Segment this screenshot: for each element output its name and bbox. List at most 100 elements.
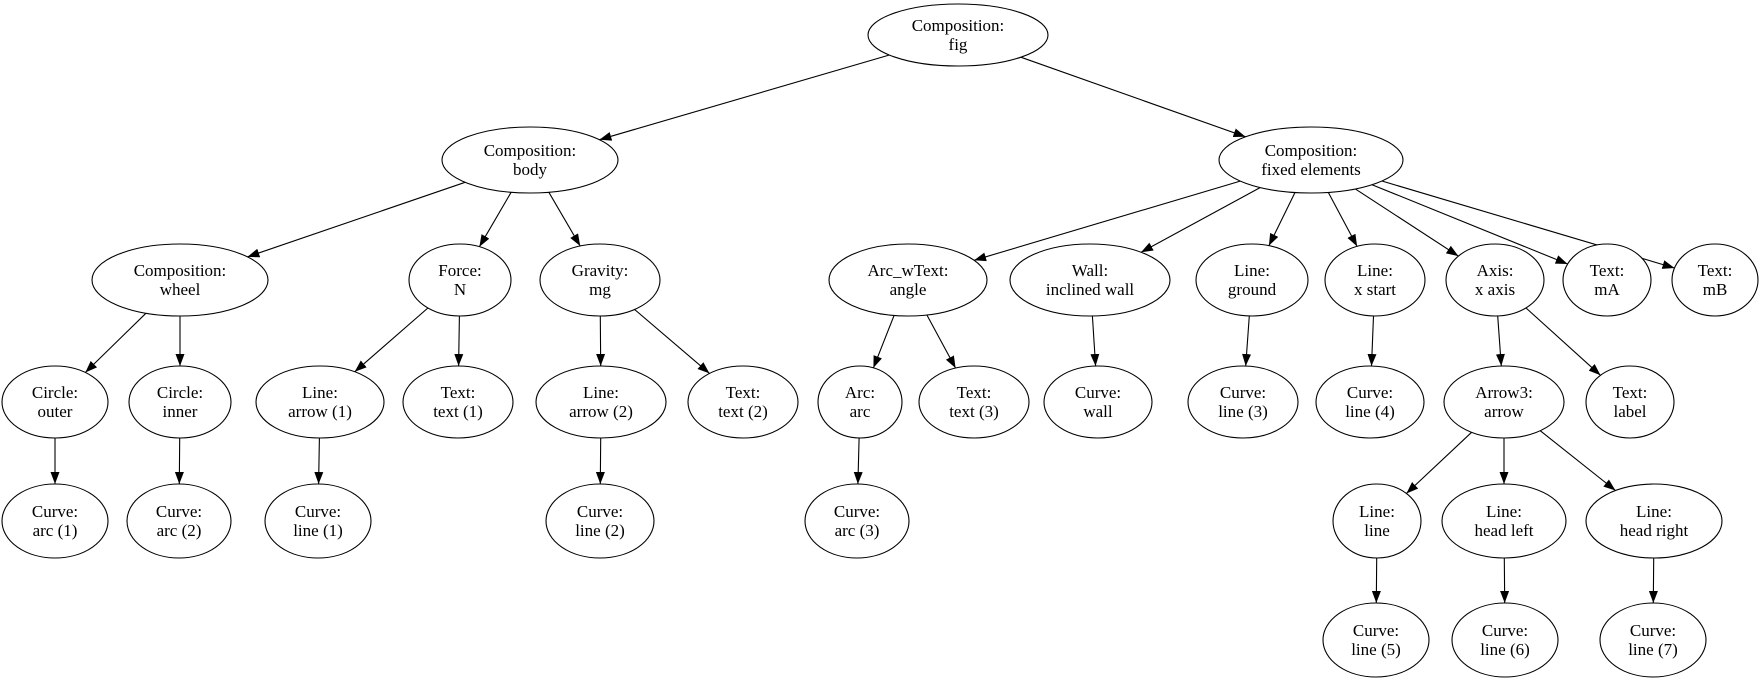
node-line_line: Line:line [1332,483,1422,559]
node-arc_wtext: Arc_wText:angle [828,243,988,317]
edge-fixed_elements-ground [1268,192,1296,246]
node-ellipse-wall [1009,243,1171,317]
node-curve_wall: Curve:wall [1043,365,1153,439]
node-ellipse-curve_arc2 [126,483,232,559]
node-label-line_line: Line:line [1359,502,1395,540]
node-x_start: Line:x start [1324,243,1426,317]
node-ellipse-text_text1 [402,365,514,439]
node-label-wheel: Composition:wheel [134,261,227,299]
node-text_label: Text:label [1585,365,1675,439]
node-line_arrow2: Line:arrow (2) [535,365,667,439]
edge-arc_wtext-text_text3 [926,314,957,369]
node-body: Composition:body [441,126,619,194]
node-label-text_label: Text:label [1613,383,1648,421]
edge-wall-curve_wall [1090,315,1100,367]
node-curve_line4: Curve:line (4) [1315,365,1425,439]
node-text_text1: Text:text (1) [402,365,514,439]
edge-ground-curve_line3 [1242,315,1252,367]
node-text_text3: Text:text (3) [918,365,1030,439]
node-wheel: Composition:wheel [91,243,269,317]
node-curve_line5: Curve:line (5) [1322,602,1430,678]
node-axis_x: Axis:x axis [1445,243,1545,317]
edge-line_arrow1-curve_line1 [314,437,324,485]
node-label-text_text2: Text:text (2) [718,383,768,421]
edge-force_n-text_text1 [454,315,464,367]
node-label-arc: Arc:arc [845,383,875,421]
node-label-line_head_right: Line:head right [1620,502,1689,540]
node-arrow3: Arrow3:arrow [1443,365,1565,439]
node-label-arc_wtext: Arc_wText:angle [868,261,949,299]
node-text_mb: Text:mB [1671,243,1759,317]
node-curve_arc2: Curve:arc (2) [126,483,232,559]
node-label-text_mb: Text:mB [1698,261,1733,299]
node-label-curve_line4: Curve:line (4) [1345,383,1395,421]
node-ellipse-arc_wtext [828,243,988,317]
node-label-fig: Composition:fig [912,16,1005,54]
edge-wheel-circle_outer [84,312,147,373]
node-ellipse-arc [817,365,903,439]
node-ellipse-line_line [1332,483,1422,559]
node-label-curve_arc2: Curve:arc (2) [156,502,202,540]
node-label-text_text1: Text:text (1) [433,383,483,421]
node-ellipse-line_arrow1 [255,365,385,439]
edge-fig-fixed_elements [1020,56,1246,138]
node-ellipse-axis_x [1445,243,1545,317]
node-ellipse-text_label [1585,365,1675,439]
node-ellipse-curve_line6 [1451,602,1559,678]
node-ellipse-x_start [1324,243,1426,317]
node-circle_inner: Circle:inner [128,365,232,439]
node-curve_line6: Curve:line (6) [1451,602,1559,678]
node-ellipse-line_head_right [1585,483,1723,559]
node-label-line_arrow1: Line:arrow (1) [288,383,352,421]
node-curve_line7: Curve:line (7) [1599,602,1707,678]
node-ellipse-gravity_mg [539,243,661,317]
node-label-line_arrow2: Line:arrow (2) [569,383,633,421]
node-label-curve_line3: Curve:line (3) [1218,383,1268,421]
edge-arc-curve_arc3 [853,437,863,485]
edge-arrow3-line_head_right [1539,430,1616,491]
node-text_text2: Text:text (2) [687,365,799,439]
node-ellipse-text_text2 [687,365,799,439]
node-label-curve_line2: Curve:line (2) [575,502,625,540]
node-label-curve_wall: Curve:wall [1075,383,1121,421]
node-ellipse-line_head_left [1441,483,1567,559]
node-ellipse-body [441,126,619,194]
node-fig: Composition:fig [867,3,1049,67]
edge-fixed_elements-text_ma [1371,184,1568,265]
node-curve_line3: Curve:line (3) [1187,365,1299,439]
node-gravity_mg: Gravity:mg [539,243,661,317]
node-label-ground: Line:ground [1228,261,1277,299]
node-layer: Composition:figComposition:bodyCompositi… [1,3,1759,678]
node-ellipse-curve_arc1 [1,483,109,559]
edge-body-force_n [478,191,512,247]
edge-force_n-line_arrow1 [354,307,429,373]
node-label-curve_line5: Curve:line (5) [1351,621,1401,659]
node-label-circle_outer: Circle:outer [32,383,78,421]
node-label-line_head_left: Line:head left [1475,502,1534,540]
node-wall: Wall:inclined wall [1009,243,1171,317]
node-label-curve_arc1: Curve:arc (1) [32,502,78,540]
edge-fixed_elements-arc_wtext [973,180,1241,262]
edge-layer [50,54,1675,604]
edge-fig-body [599,54,890,141]
node-label-wall: Wall:inclined wall [1046,261,1135,299]
edge-fixed_elements-axis_x [1354,188,1459,257]
node-label-x_start: Line:x start [1354,261,1396,299]
node-ellipse-text_ma [1562,243,1652,317]
node-ellipse-curve_line4 [1315,365,1425,439]
node-ellipse-circle_inner [128,365,232,439]
node-ellipse-curve_line7 [1599,602,1707,678]
edge-x_start-curve_line4 [1367,315,1377,367]
edge-body-wheel [247,181,466,258]
node-curve_arc3: Curve:arc (3) [804,483,910,559]
node-ellipse-text_text3 [918,365,1030,439]
node-line_head_right: Line:head right [1585,483,1723,559]
node-ellipse-curve_line1 [264,483,372,559]
node-text_ma: Text:mA [1562,243,1652,317]
node-ellipse-curve_line3 [1187,365,1299,439]
node-label-gravity_mg: Gravity:mg [572,261,629,299]
edge-arc_wtext-arc [872,315,895,369]
edge-arrow3-line_line [1406,431,1472,494]
node-ellipse-wheel [91,243,269,317]
